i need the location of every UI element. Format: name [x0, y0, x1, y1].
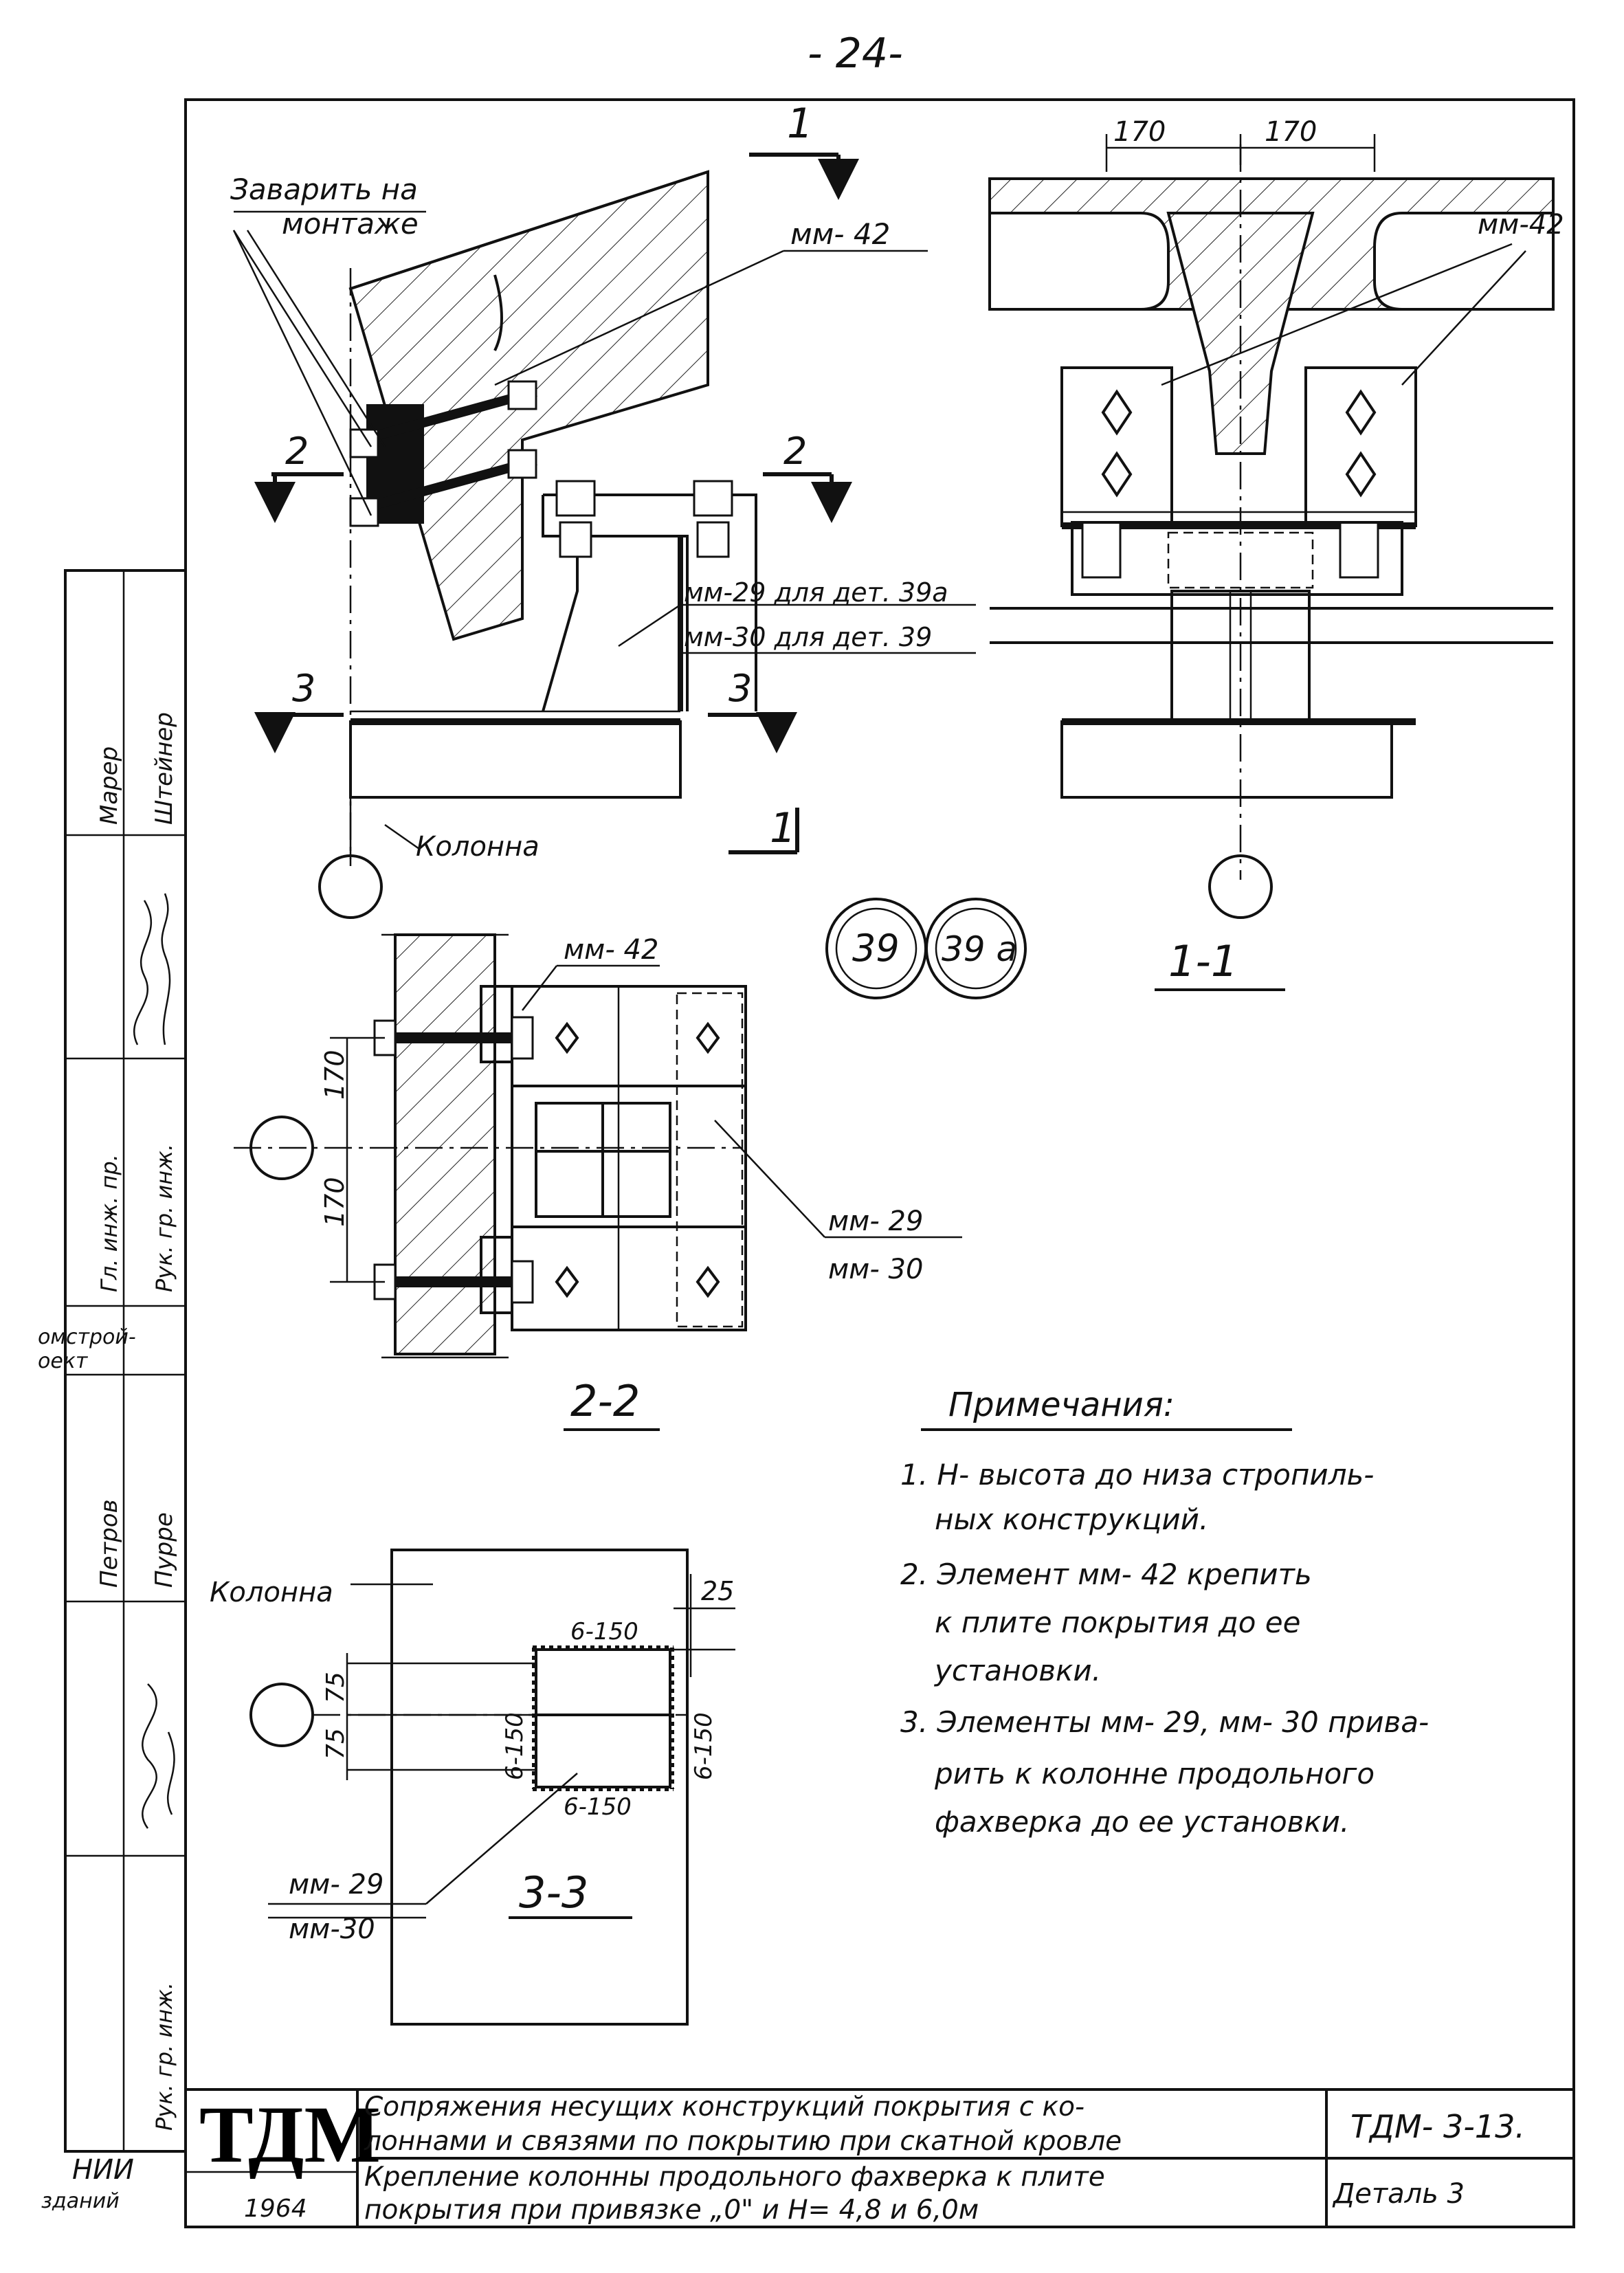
stamp-role-1: Гл. инж. пр. — [96, 1154, 122, 1292]
axis-bubble-section-1-1 — [1208, 854, 1273, 919]
weld-top: 6-150 — [570, 1618, 638, 1645]
weld-note-line1: Заварить на — [230, 173, 418, 206]
title-org-2: зданий — [41, 2189, 120, 2213]
section-title-1-1: 1-1 — [1168, 936, 1238, 986]
note-line-8: фахверка до ее установки. — [935, 1805, 1349, 1839]
title-year: 1964 — [244, 2195, 307, 2223]
detail-39a: 39 а — [942, 929, 1017, 969]
label-mm42-elevation: мм- 42 — [790, 217, 890, 251]
dim-170-d: 170 — [320, 1177, 350, 1227]
subtitle-line-2: покрытия при привязке „0" и Н= 4,8 и 6,0… — [364, 2195, 979, 2226]
cut-3-right: 3 — [728, 667, 752, 710]
dim-75-a: 75 — [322, 1672, 350, 1703]
series-code: ТДМ- 3-13. — [1350, 2108, 1525, 2145]
label-column-elevation: Колонна — [416, 831, 540, 863]
dim-25: 25 — [701, 1576, 734, 1606]
weld-right: 6-150 — [690, 1712, 718, 1780]
section-title-2-2: 2-2 — [570, 1376, 640, 1426]
title-line-1: Сопряжения несущих конструкций покрытия … — [364, 2092, 1084, 2122]
signature-2 — [142, 1683, 175, 1829]
stamp-name-purre: Пурре — [151, 1512, 178, 1588]
section-title-3-3: 3-3 — [519, 1867, 588, 1918]
detail-39a-circle — [925, 898, 1027, 999]
stamp-role-2: Рук. гр. инж. — [151, 1144, 177, 1292]
side-stamp: Марер Штейнер Гл. инж. пр. Рук. гр. инж.… — [38, 569, 187, 2153]
dim-170-b: 170 — [1265, 116, 1317, 148]
weld-bottom: 6-150 — [564, 1793, 632, 1821]
note-line-3: 2. Элемент мм- 42 крепить — [900, 1557, 1312, 1591]
stamp-org-2: оект — [38, 1349, 89, 1373]
axis-bubble-section-2-2 — [249, 1116, 314, 1180]
title-block — [65, 2088, 1575, 2228]
label-mm42-section11: мм-42 — [1478, 209, 1564, 241]
detail-39: 39 — [852, 927, 900, 970]
note-line-7: рить к колонне продольного — [934, 1757, 1375, 1790]
dim-170-c: 170 — [320, 1050, 350, 1100]
stamp-name-marer: Марер — [96, 746, 123, 825]
title-line-2: лоннами и связями по покрытию при скатно… — [364, 2126, 1122, 2157]
note-line-6: 3. Элементы мм- 29, мм- 30 прива- — [900, 1705, 1429, 1739]
label-mm29-section22: мм- 29 — [828, 1206, 923, 1237]
cut-2-left: 2 — [285, 430, 309, 473]
label-mm30-section33: мм-30 — [289, 1914, 375, 1945]
section-2-2 — [234, 933, 962, 1431]
stamp-name-shteiner: Штейнер — [151, 712, 178, 825]
stamp-role-3: Рук. гр. инж. — [151, 1982, 177, 2131]
note-line-1: 1. Н- высота до низа стропиль- — [900, 1458, 1374, 1492]
cut-3-left: 3 — [292, 667, 315, 710]
note-line-2: ных конструкций. — [935, 1503, 1208, 1536]
page-number: - 24- — [808, 30, 903, 78]
subtitle-line-1: Крепление колонны продольного фахверка к… — [364, 2162, 1105, 2193]
notes-heading: Примечания: — [948, 1386, 1175, 1424]
section-cut-marks — [254, 153, 859, 854]
section-1-1 — [988, 134, 1555, 991]
weld-left: 6-150 — [501, 1712, 529, 1780]
cut-1-bottom: 1 — [770, 804, 796, 852]
label-mm30-for: мм-30 для дет. 39 — [684, 622, 932, 652]
stamp-name-petrov: Петров — [96, 1499, 123, 1588]
note-line-4: к плите покрытия до ее — [935, 1606, 1300, 1639]
label-mm29-section33: мм- 29 — [289, 1869, 383, 1900]
dim-170-a: 170 — [1113, 116, 1166, 148]
label-mm30-section22: мм- 30 — [828, 1254, 923, 1285]
label-column-section33: Колонна — [210, 1577, 333, 1608]
signature-1 — [133, 893, 171, 1045]
title-org: НИИ — [72, 2154, 134, 2186]
cut-1-top: 1 — [787, 100, 813, 148]
section-3-3 — [249, 1549, 735, 2026]
axis-bubble-elevation — [318, 854, 383, 919]
elevation-view — [232, 170, 976, 919]
logo-tdm: ТДМ — [199, 2089, 381, 2180]
axis-bubble-section-3-3 — [249, 1683, 314, 1747]
cut-2-right: 2 — [783, 430, 807, 473]
label-mm29-for: мм-29 для дет. 39а — [684, 577, 948, 608]
dim-75-b: 75 — [322, 1728, 350, 1760]
label-mm42-section22: мм- 42 — [564, 934, 658, 966]
note-line-5: установки. — [933, 1654, 1101, 1687]
sheet-label: Деталь 3 — [1332, 2178, 1465, 2210]
stamp-org-1: омстрой- — [38, 1325, 136, 1349]
